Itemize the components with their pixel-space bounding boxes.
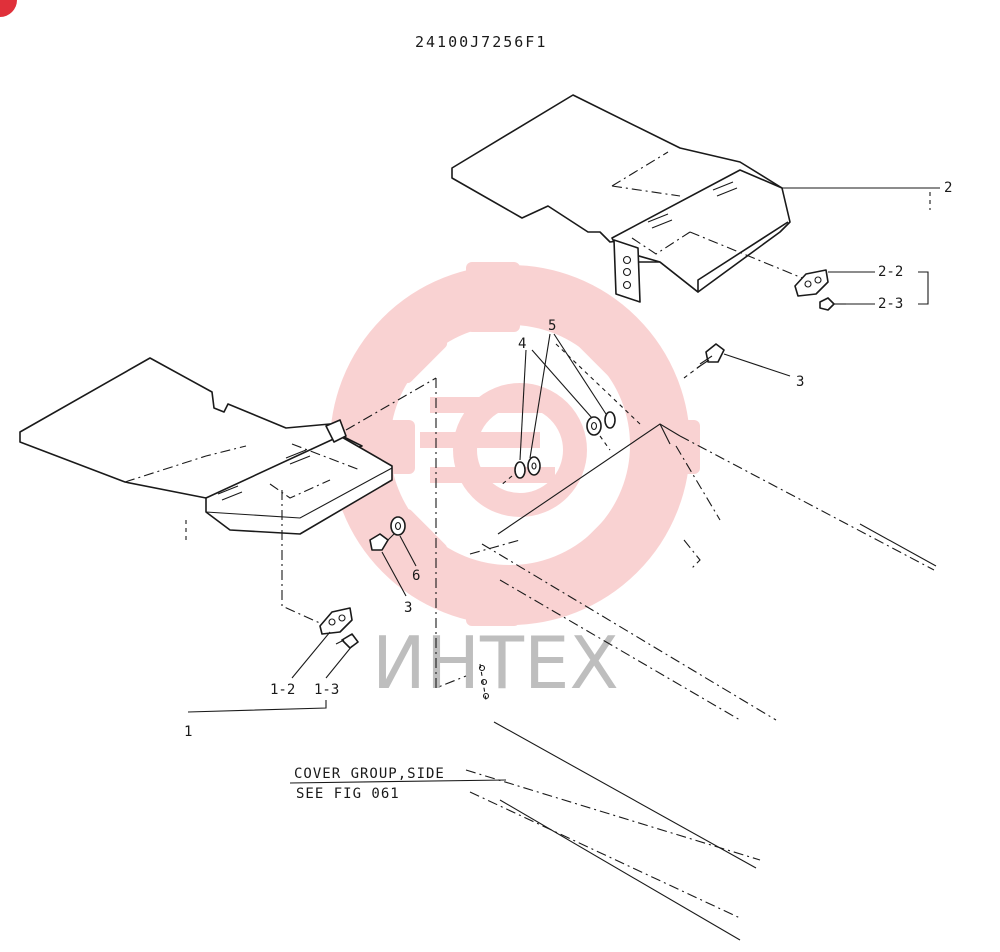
washer-6 <box>390 516 406 536</box>
screw-1-3 <box>335 633 359 649</box>
clip-1-2 <box>319 607 353 635</box>
screw-2-3 <box>819 297 846 311</box>
frame-lines <box>465 423 937 941</box>
watermark-logo <box>330 262 700 626</box>
callout-3-left: 3 <box>404 600 412 616</box>
callout-1-3: 1-3 <box>314 682 339 698</box>
callout-2: 2 <box>944 180 952 196</box>
callout-4: 4 <box>518 336 526 352</box>
reference-line-2: SEE FIG 061 <box>296 786 400 802</box>
washer-4-left <box>514 456 541 479</box>
callout-2-3: 2-3 <box>878 296 903 312</box>
callout-2-2: 2-2 <box>878 264 903 280</box>
callout-1: 1 <box>184 724 192 740</box>
screw-3-right <box>696 343 725 369</box>
washer-5-right <box>586 411 616 436</box>
reference-line-1: COVER GROUP,SIDE <box>294 766 445 782</box>
cover-plate-2 <box>451 94 813 303</box>
watermark-text: ИНТЕХ <box>372 621 619 705</box>
callout-6: 6 <box>412 568 420 584</box>
callout-3-right: 3 <box>796 374 804 390</box>
clip-2-2 <box>794 269 829 297</box>
drawing-number: 24100J7256F1 <box>415 33 547 51</box>
callout-5: 5 <box>548 318 556 334</box>
screw-3-left <box>369 533 395 551</box>
callout-1-2: 1-2 <box>270 682 295 698</box>
cover-plate-1 <box>19 357 393 540</box>
corner-badge <box>0 0 17 17</box>
